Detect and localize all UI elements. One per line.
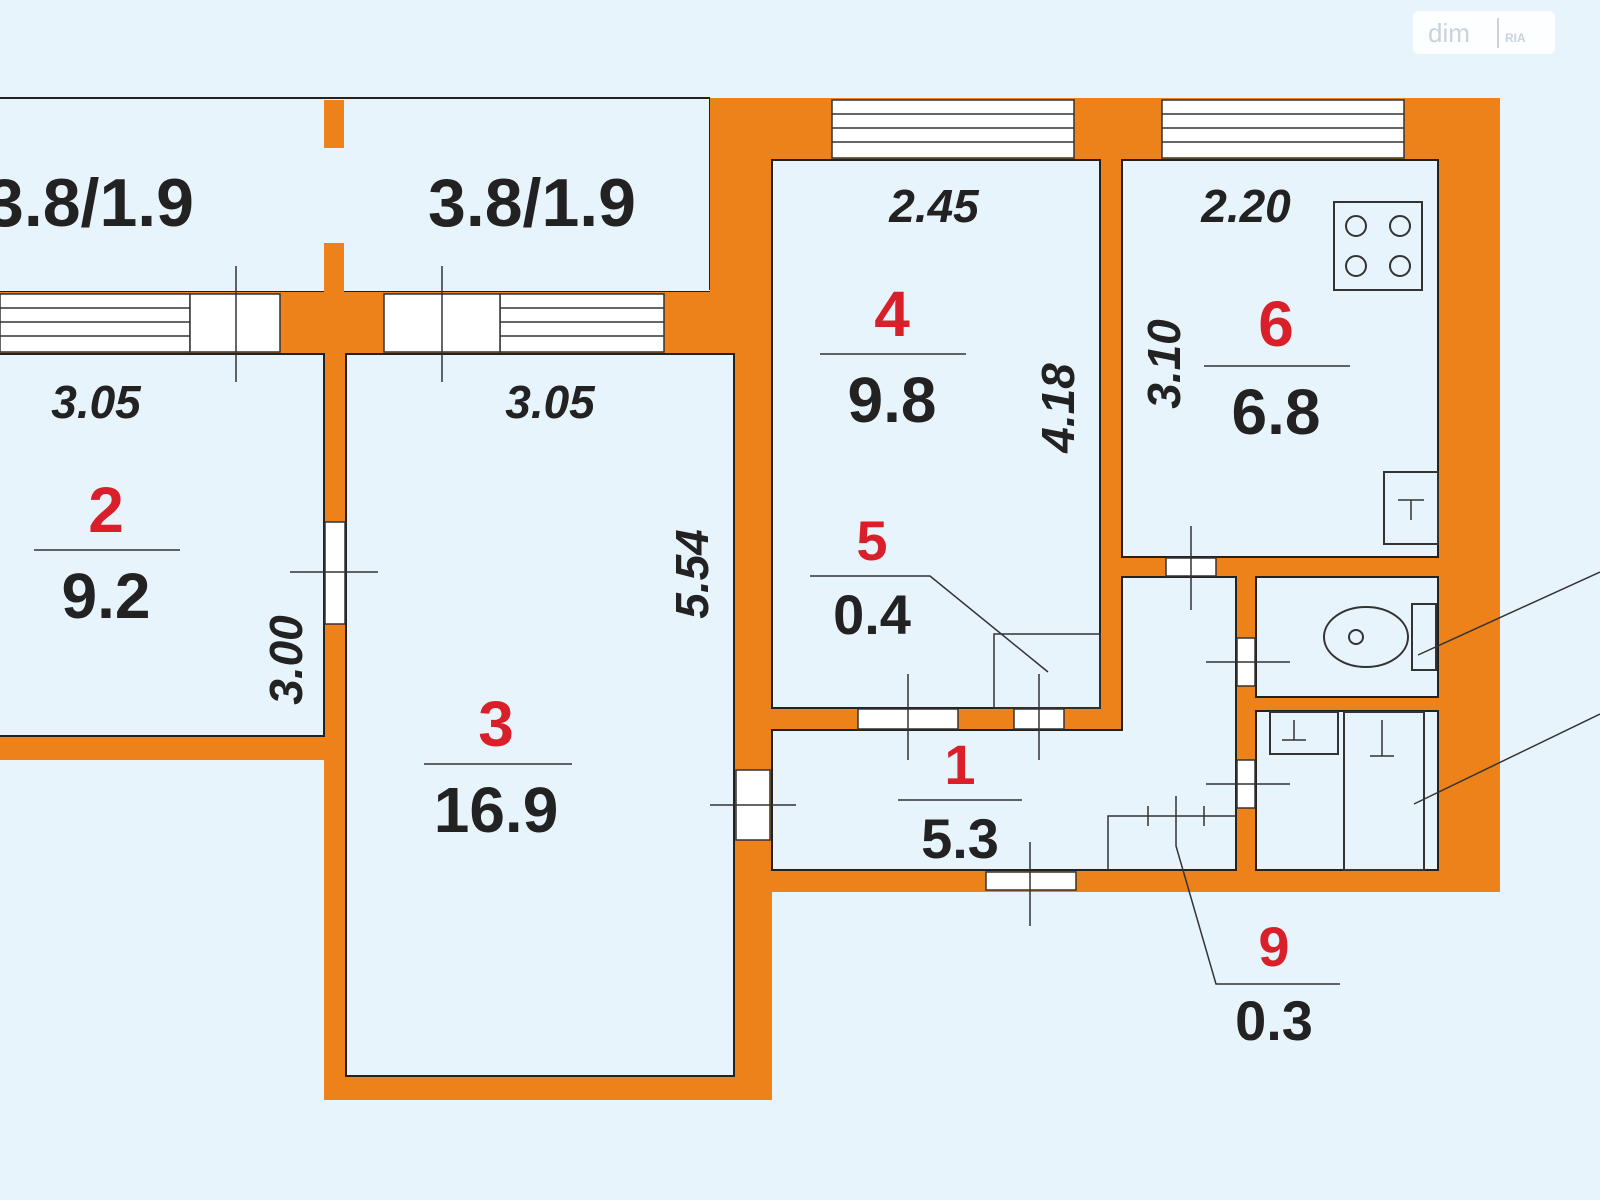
wc-outline: [1255, 576, 1439, 698]
windows: [0, 99, 1405, 353]
room-6-area: 6.8: [1232, 376, 1321, 448]
room-9-area: 0.3: [1235, 989, 1313, 1052]
room-3-number: 3: [478, 688, 514, 760]
bath-outline: [1255, 710, 1439, 871]
leader-lines: [34, 353, 1600, 985]
room-4-number: 4: [874, 278, 910, 350]
kitchen-sink-icon: [1383, 471, 1439, 545]
room-6-outline: [1121, 159, 1439, 558]
window-room-3: [499, 293, 665, 353]
logo-dim: dim: [1428, 18, 1470, 48]
room-1-number: 1: [944, 733, 975, 796]
dim-room-3-depth: 5.54: [666, 529, 718, 619]
dim-room-4-depth: 4.18: [1032, 363, 1084, 454]
closet-9: [1107, 815, 1236, 870]
room-1-area: 5.3: [921, 807, 999, 870]
fixtures: [1269, 201, 1439, 871]
balcony-right-label: 3.8/1.9: [428, 165, 636, 241]
room-5-area: 0.4: [833, 583, 911, 646]
logo-ria: RIA: [1505, 31, 1526, 45]
rooms: [0, 159, 1439, 1077]
dim-room-3-width: 3.05: [505, 376, 596, 428]
room-2-area: 9.2: [62, 560, 151, 632]
room-9-number: 9: [1258, 915, 1289, 978]
room-2-outline: [0, 353, 325, 737]
bathtub-icon: [1269, 711, 1425, 871]
window-room-6: [1161, 99, 1405, 159]
dim-room-6-depth: 3.10: [1138, 319, 1190, 409]
dim-room-2-width: 3.05: [51, 376, 142, 428]
room-5-number: 5: [856, 509, 887, 572]
room-4-area: 9.8: [848, 364, 937, 436]
closet-5: [993, 633, 1101, 709]
dim-room-2-depth: 3.00: [260, 615, 312, 705]
room-1-outline: [771, 576, 1237, 871]
dim-room-6-width: 2.20: [1200, 180, 1291, 232]
balcony-left-label: 3.8/1.9: [0, 165, 194, 241]
room-4-outline: [771, 159, 1101, 709]
window-room-2: [0, 293, 191, 353]
room-6-number: 6: [1258, 288, 1294, 360]
room-2-number: 2: [88, 474, 124, 546]
toilet-icon: [1323, 603, 1437, 671]
room-3-area: 16.9: [434, 774, 559, 846]
watermark-logo: dim RIA: [1413, 11, 1555, 54]
room-3-outline: [345, 353, 735, 1077]
stove-icon: [1333, 201, 1423, 291]
doors: [189, 266, 1290, 926]
dim-room-4-width: 2.45: [888, 180, 980, 232]
window-room-4: [831, 99, 1075, 159]
